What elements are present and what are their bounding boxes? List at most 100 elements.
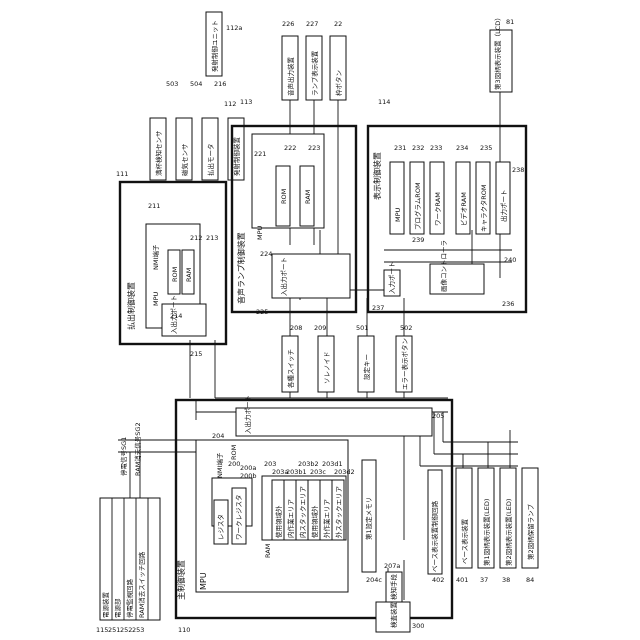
register-ref: 200a bbox=[240, 464, 256, 472]
ram-area-label: 使用領域外 bbox=[310, 505, 319, 538]
stat-memory-ref: 204c bbox=[366, 576, 382, 584]
sg1-label: 停電信号SG1 bbox=[119, 437, 128, 476]
output-label: ベース表示装置 bbox=[460, 518, 469, 564]
display-chip-list: MPU 231 プログラムROM 232 ワークRAM 233 ビデオRAM 2… bbox=[390, 144, 524, 234]
display-chip-ref: 232 bbox=[412, 144, 424, 152]
switch-ref: 502 bbox=[400, 324, 412, 332]
sound-io-ref: 224 bbox=[260, 250, 272, 258]
output-label: 第2図柄保留ランプ bbox=[526, 504, 535, 560]
lcd-ref: 81 bbox=[506, 18, 514, 26]
sensor-ref: 216 bbox=[214, 80, 226, 88]
sound-lamp-board: 音声ランプ制御装置 113 MPU 221 ROM 222 RAM 223 入出… bbox=[232, 98, 356, 316]
display-chip-label: ワークRAM bbox=[434, 192, 442, 226]
display-chip-label: 出力ポート bbox=[499, 190, 508, 223]
power-row2: 停電監視回路 bbox=[125, 579, 134, 619]
display-input-label: 入力ポート bbox=[387, 262, 396, 295]
power-unit: 電源装置 電源部 停電監視回路 RAM消去スイッチ回路 115 251 252 … bbox=[96, 498, 160, 634]
image-controller bbox=[430, 264, 484, 294]
sound-output-ref: 22 bbox=[334, 20, 342, 28]
payout-nmi-ref: 211 bbox=[148, 202, 160, 210]
sound-output-label: 枠ボタン bbox=[334, 70, 343, 96]
payout-rom-ref: 212 bbox=[190, 234, 202, 242]
launcher-ref: 112a bbox=[226, 24, 242, 32]
sensor-ref: 503 bbox=[166, 80, 178, 88]
payout-mpu: MPU bbox=[152, 291, 160, 306]
ram-area-label: 内作業エリア bbox=[286, 499, 295, 539]
display-bus2-ref: 240 bbox=[504, 256, 516, 264]
display-ref: 114 bbox=[378, 98, 390, 106]
sound-mpu: MPU bbox=[256, 225, 264, 240]
sound-output-ref: 226 bbox=[282, 20, 294, 28]
switch-label: ソレノイド bbox=[323, 352, 331, 385]
sound-output-label: ランプ表示装置 bbox=[310, 50, 319, 96]
ram-area-list: 使用領域外 203a 内作業エリア 203b1 内スタックエリア 203b2 使… bbox=[272, 460, 355, 540]
output-list: ベース表示装置 401 第1図柄表示装置(LED) 37 第2図柄表示装置(LE… bbox=[456, 468, 538, 584]
detect-label: 検知手段 bbox=[389, 574, 398, 601]
switch-label: 設定キー bbox=[362, 354, 371, 380]
power-title: 電源装置 bbox=[101, 592, 110, 619]
display-chip-label: ビデオRAM bbox=[459, 192, 468, 226]
payout-ref: 111 bbox=[116, 170, 128, 178]
ram-area-ref: 203c bbox=[310, 468, 326, 476]
ram-area-ref: 203b1 bbox=[286, 468, 307, 476]
sound-rom-ref: 222 bbox=[284, 144, 296, 152]
main-nmi-ref: 200 bbox=[228, 460, 240, 468]
main-io-ref: 205 bbox=[432, 412, 444, 420]
payout-io-port bbox=[162, 304, 206, 336]
main-board-ref: 110 bbox=[178, 626, 190, 634]
sound-ram-ref: 223 bbox=[308, 144, 320, 152]
work-register-ref: 200b bbox=[240, 472, 257, 480]
sound-output-label: 音声出力装置 bbox=[286, 57, 295, 97]
display-ports: 入力ポート 237 画像コントローラ 236 239 240 bbox=[372, 236, 516, 312]
bus-ref: 204 bbox=[212, 432, 224, 440]
launcher-unit: 発射制御ユニット 112a bbox=[206, 12, 242, 76]
lcd-label-line: 第3図柄表示装置（LCD） bbox=[493, 14, 502, 90]
payout-ram-label: RAM bbox=[185, 268, 193, 282]
power-ref1: 251 bbox=[108, 626, 120, 634]
sensor-ref: 504 bbox=[190, 80, 202, 88]
switch-ref: 209 bbox=[314, 324, 326, 332]
main-io-label: 入出力ポート bbox=[243, 395, 252, 434]
sensor-label: 磁気センサ bbox=[180, 144, 189, 177]
main-ram-label: RAM bbox=[264, 544, 272, 558]
sg2-label: RAM消去信号SG2 bbox=[133, 422, 142, 476]
main-io-port bbox=[236, 408, 432, 436]
sound-ram-label: RAM bbox=[304, 190, 312, 204]
switch-label: エラー表示ボタン bbox=[400, 338, 409, 390]
detector-box: 検査装置 300 bbox=[376, 602, 424, 633]
sensor-ref: 112 bbox=[224, 100, 236, 108]
payout-title: 払出制御装置 bbox=[126, 282, 136, 330]
image-controller-label: 画像コントローラ bbox=[439, 240, 448, 292]
display-input-ref: 237 bbox=[372, 304, 384, 312]
payout-nmi: NMI端子 bbox=[151, 244, 160, 270]
main-ram-ref: 203 bbox=[264, 460, 276, 468]
work-register-label: ワークレジスタ bbox=[234, 495, 243, 541]
display-bus-ref: 239 bbox=[412, 236, 424, 244]
switch-label: 各種スイッチ bbox=[286, 349, 295, 388]
base-ctrl-ref: 402 bbox=[432, 576, 444, 584]
sound-io-label: 入出力ポート bbox=[279, 257, 288, 296]
ram-area-label: 外スタックエリア bbox=[334, 486, 343, 539]
output-ref: 84 bbox=[526, 576, 534, 584]
switch-list: 各種スイッチ 208 ソレノイド 209 設定キー 501 エラー表示ボタン 5… bbox=[282, 324, 412, 392]
base-ctrl-label: ベース表示装置制御回路 bbox=[430, 500, 439, 572]
ram-area-label: 使用領域外 bbox=[274, 505, 283, 538]
lcd-unit: 第3図柄表示装置（LCD） 81 bbox=[490, 14, 514, 92]
sound-output-ref: 227 bbox=[306, 20, 318, 28]
display-chip bbox=[390, 162, 404, 234]
display-chip-label: プログラムROM bbox=[413, 182, 422, 230]
sound-output-list: 音声出力装置 226 ランプ表示装置 227 枠ボタン 22 bbox=[282, 20, 346, 100]
switch-ref: 208 bbox=[290, 324, 302, 332]
output-label: 第1図柄表示装置(LED) bbox=[482, 499, 491, 566]
sensor-label: 払出モータ bbox=[206, 144, 215, 177]
power-row1: 電源部 bbox=[113, 598, 122, 618]
switch-ref: 501 bbox=[356, 324, 368, 332]
sound-mpu-ref: 221 bbox=[254, 150, 266, 158]
display-chip-label: MPU bbox=[394, 207, 402, 222]
sound-port-ref: 225 bbox=[256, 308, 268, 316]
output-ref: 38 bbox=[502, 576, 510, 584]
ram-area-label: 内スタックエリア bbox=[298, 486, 307, 539]
ram-area-ref: 203d2 bbox=[334, 468, 355, 476]
sound-rom-label: ROM bbox=[280, 189, 288, 204]
